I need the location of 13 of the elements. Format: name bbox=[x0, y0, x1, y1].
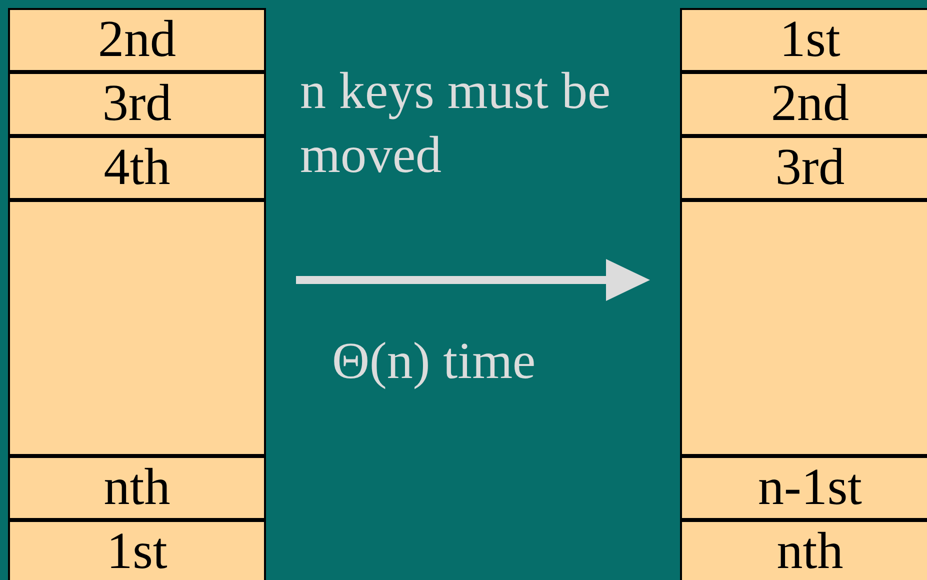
empty-array-cell bbox=[8, 200, 266, 456]
array-cell: 2nd bbox=[8, 8, 266, 72]
array-cell: 3rd bbox=[8, 72, 266, 136]
array-cell: 3rd bbox=[680, 136, 927, 200]
annotation-text: n keys must be moved bbox=[300, 62, 612, 186]
annotation-text: Θ(n) time bbox=[332, 332, 537, 392]
array-cell: 4th bbox=[8, 136, 266, 200]
array-cell: n-1st bbox=[680, 456, 927, 520]
array-cell: 2nd bbox=[680, 72, 927, 136]
array-cell: nth bbox=[8, 456, 266, 520]
array-cell: nth bbox=[680, 520, 927, 580]
array-cell: 1st bbox=[8, 520, 266, 580]
array-cell: 1st bbox=[680, 8, 927, 72]
